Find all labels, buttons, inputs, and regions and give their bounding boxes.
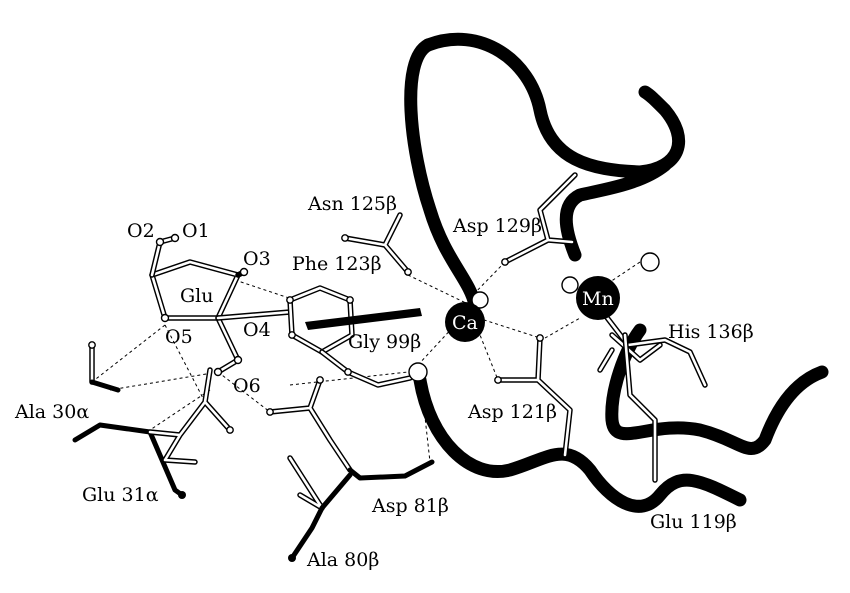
label-ala30: Ala 30α <box>14 401 89 423</box>
label-asn125: Asn 125β <box>307 193 397 215</box>
label-ala80: Ala 80β <box>306 549 379 571</box>
label-glu-sugar: Glu <box>180 285 214 307</box>
label-ca: Ca <box>452 312 478 334</box>
water-atom-right <box>640 252 660 272</box>
label-mn: Mn <box>582 288 614 310</box>
label-phe123: Phe 123β <box>292 253 382 275</box>
labels: Asn 125β Asp 129β O2 O1 O3 Phe 123β Glu … <box>14 193 754 571</box>
label-his136: His 136β <box>668 321 754 343</box>
ca-ion <box>445 302 485 342</box>
water-atom-bottom <box>408 362 428 382</box>
asp81-sidechain <box>266 376 435 481</box>
asp129-sidechain <box>501 172 578 266</box>
label-asp81: Asp 81β <box>371 495 449 517</box>
label-o3: O3 <box>243 248 271 270</box>
label-o5: O5 <box>165 326 193 348</box>
water-atom-near-ca <box>471 291 489 309</box>
label-o1: O1 <box>182 220 210 242</box>
ala30-glu31-sidechains <box>72 341 234 499</box>
label-glu119: Glu 119β <box>650 511 737 533</box>
water-molecules <box>408 252 660 382</box>
label-glu31: Glu 31α <box>82 484 159 506</box>
gly99-backbone <box>305 308 422 330</box>
asp121-sidechain <box>494 334 573 458</box>
label-o4: O4 <box>243 319 271 341</box>
protein-backbone <box>404 32 829 513</box>
ala80-sidechain <box>287 455 353 562</box>
glu119-sidechain <box>597 332 658 483</box>
mn-ion <box>576 276 620 320</box>
label-o6: O6 <box>233 375 261 397</box>
label-o2: O2 <box>127 220 155 242</box>
label-asp129: Asp 129β <box>452 215 542 237</box>
label-asp121: Asp 121β <box>467 401 557 423</box>
water-atom-near-mn <box>561 276 579 294</box>
glucose-ligand <box>149 233 293 377</box>
label-gly99: Gly 99β <box>348 331 421 353</box>
asn125-sidechain <box>341 212 412 276</box>
phe123-sidechain <box>286 285 413 388</box>
his136-sidechain <box>602 312 708 388</box>
